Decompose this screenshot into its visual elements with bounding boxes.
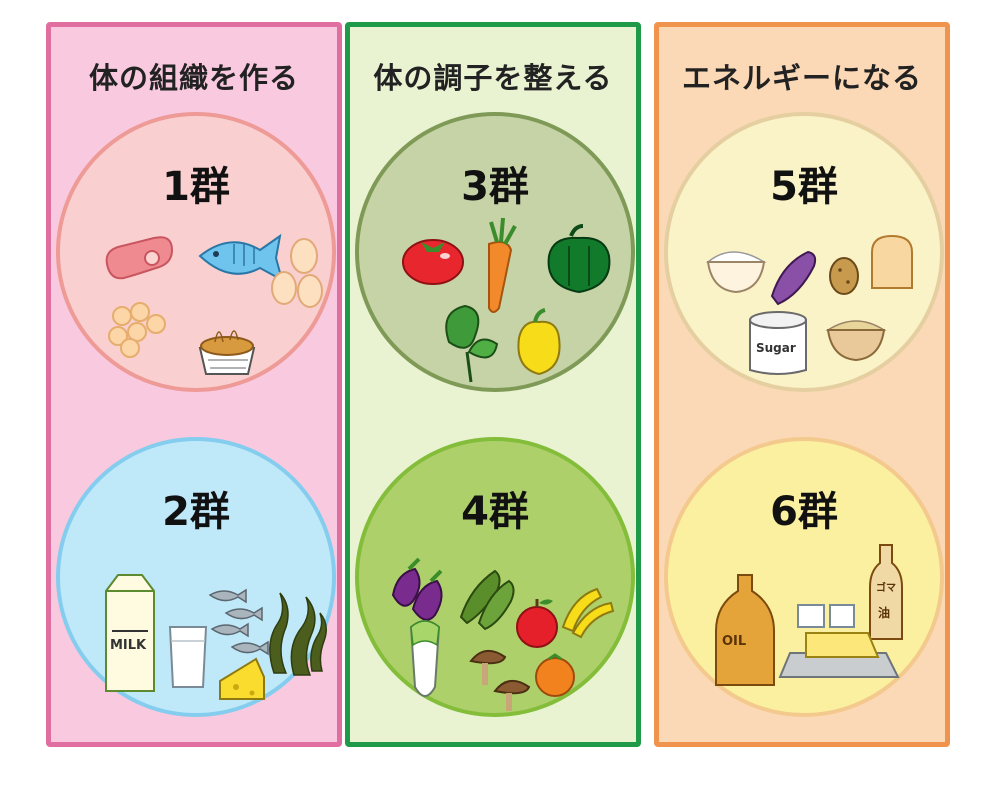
- panel-body-regulating: 体の調子を整える 3群: [345, 22, 641, 747]
- panel-title: エネルギーになる: [681, 61, 922, 95]
- sugar-label: Sugar: [756, 341, 796, 355]
- small-fish-icon: [208, 588, 269, 656]
- fish-icon: [198, 233, 284, 283]
- spinach-icon: [445, 304, 499, 383]
- panel-title: 体の調子を整える: [373, 61, 613, 95]
- panel-title: 体の組織を作る: [88, 61, 299, 95]
- group-1-label: 1群: [162, 164, 230, 210]
- oil-label: OIL: [722, 634, 746, 649]
- meat-icon: [105, 236, 174, 280]
- egg-icon: [271, 238, 323, 308]
- milk-carton-icon: MILK: [105, 574, 155, 692]
- tomato-icon: [402, 239, 464, 285]
- milk-glass-icon: [168, 626, 208, 688]
- group-5-label: 5群: [770, 164, 838, 210]
- sesame-oil-bottle-icon: ゴマ 油: [869, 544, 903, 640]
- yellow-pepper-icon: [517, 308, 561, 376]
- sweet-potato-icon: [770, 250, 817, 306]
- daikon-icon: [409, 620, 441, 697]
- oil-bottle-icon: OIL: [715, 574, 775, 686]
- group-3-circle: 3群: [355, 112, 635, 392]
- potato-icon: [829, 257, 859, 295]
- milk-label: MILK: [110, 638, 147, 653]
- sesame-oil-label-1: ゴマ: [876, 581, 896, 594]
- group-6-label: 6群: [770, 489, 838, 535]
- group-4-label: 4群: [461, 489, 529, 535]
- soybean-icon: [108, 302, 166, 358]
- bread-icon: [871, 234, 913, 289]
- group-2-circle: 2群 MILK: [56, 437, 336, 717]
- group-5-circle: 5群 Sugar: [664, 112, 944, 392]
- noodle-bowl-icon: [825, 320, 887, 362]
- green-pepper-icon: [547, 224, 611, 294]
- cheese-icon: [219, 657, 265, 700]
- carrot-icon: [488, 217, 517, 313]
- orange-icon: [535, 653, 575, 697]
- butter-icon: [778, 632, 900, 678]
- cucumber-icon: [459, 569, 515, 631]
- group-6-circle: 6群 OIL ゴマ 油: [664, 437, 944, 717]
- sugar-cube-icon: [797, 604, 855, 628]
- seaweed-icon: [269, 592, 327, 676]
- panel-body-building: 体の組織を作る 1群: [46, 22, 342, 747]
- panel-energy: エネルギーになる 5群 Sugar: [654, 22, 950, 747]
- group-3-label: 3群: [461, 164, 529, 210]
- sesame-oil-label-2: 油: [878, 605, 890, 620]
- group-2-label: 2群: [162, 489, 230, 535]
- group-1-circle: 1群: [56, 112, 336, 392]
- apple-icon: [516, 599, 558, 648]
- group-4-circle: 4群: [355, 437, 635, 717]
- sugar-jar-icon: Sugar: [749, 311, 807, 375]
- rice-bowl-icon: [705, 251, 767, 294]
- eggplant-icon: [391, 557, 443, 621]
- shiitake-icon: [469, 650, 531, 711]
- natto-icon: [198, 330, 256, 375]
- banana-icon: [561, 587, 615, 639]
